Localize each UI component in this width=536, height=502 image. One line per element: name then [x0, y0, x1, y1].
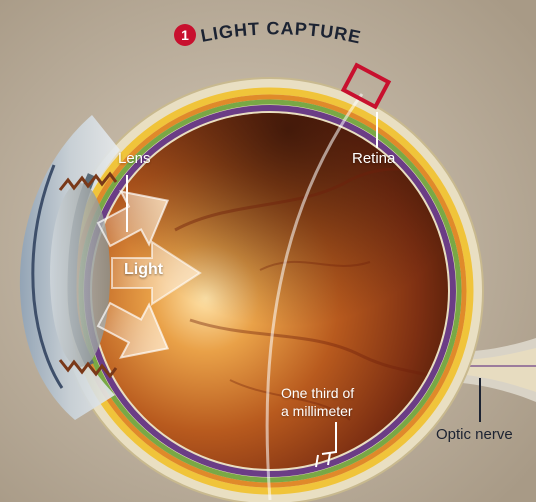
thickness-label-line1: One third of — [281, 385, 354, 401]
light-label: Light — [124, 261, 163, 279]
retina-label: Retina — [352, 150, 395, 167]
optic-nerve-label: Optic nerve — [436, 426, 513, 443]
thickness-label: One third of a millimeter — [281, 384, 391, 420]
lens-shape — [50, 183, 110, 367]
lens-label: Lens — [118, 150, 151, 167]
thickness-label-line2: a millimeter — [281, 403, 353, 419]
svg-text:LIGHT CAPTURE: LIGHT CAPTURE — [199, 18, 363, 47]
title-text: LIGHT CAPTURE — [199, 18, 363, 47]
eyeball — [57, 78, 483, 502]
section-title: 1 LIGHT CAPTURE — [172, 8, 387, 60]
title-curve: LIGHT CAPTURE — [172, 8, 387, 60]
